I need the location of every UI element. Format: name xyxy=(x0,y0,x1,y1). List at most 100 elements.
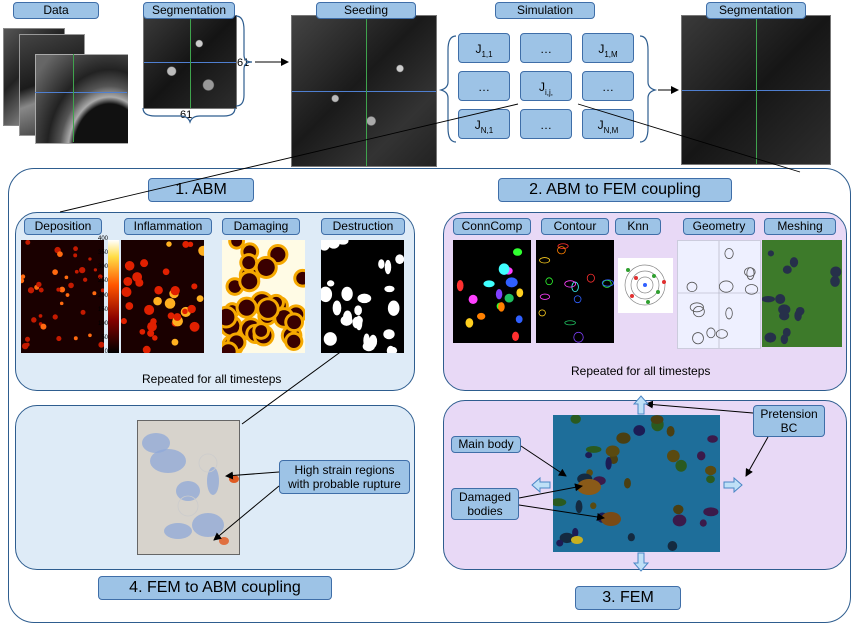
inflammation-spot xyxy=(162,268,170,276)
colorbar-tick: 0 xyxy=(104,349,108,355)
geometry-hole xyxy=(718,280,734,293)
damage-core xyxy=(296,271,305,285)
mesh-hole xyxy=(782,265,792,274)
cell-subscript: 1,M xyxy=(604,50,618,59)
damage-core xyxy=(222,308,235,326)
abm-title: 1. ABM xyxy=(148,178,254,202)
abm-fem-title: 2. ABM to FEM coupling xyxy=(498,178,732,202)
cell-main: … xyxy=(602,80,614,94)
strain-region xyxy=(150,449,186,473)
simulation-cell: JN,1 xyxy=(458,109,510,139)
cell-subscript: N,M xyxy=(603,126,619,135)
mesh-hole xyxy=(762,295,775,303)
destroyed-region xyxy=(386,345,395,353)
damaged-body xyxy=(577,479,601,495)
destruction-image xyxy=(321,240,404,353)
knn-ring xyxy=(624,264,666,306)
deposition-spot xyxy=(59,286,66,293)
destroyed-region xyxy=(342,310,353,324)
conncomp-image xyxy=(453,240,531,343)
inflammation-spot xyxy=(121,318,127,325)
component xyxy=(504,293,514,303)
abm-panel-label-destruction: Destruction xyxy=(321,218,405,235)
fem-body xyxy=(706,475,715,484)
component xyxy=(515,315,523,324)
mesh-hole xyxy=(782,327,791,337)
component xyxy=(456,279,464,292)
inflammation-spot xyxy=(189,321,200,332)
fem-body xyxy=(585,451,593,459)
strain-callout: High strain regions with probable ruptur… xyxy=(279,460,410,494)
inflammation-image xyxy=(121,240,204,353)
inflammation-spot xyxy=(170,286,180,296)
contour xyxy=(557,246,566,255)
destroyed-region xyxy=(354,316,363,325)
destroyed-region xyxy=(321,286,333,303)
damage-core xyxy=(270,246,286,263)
component xyxy=(468,294,478,305)
damage-core xyxy=(241,273,258,290)
high-strain-spot xyxy=(219,537,229,545)
strain-region xyxy=(164,523,192,539)
knn-ring xyxy=(636,276,654,294)
fem-body xyxy=(585,445,602,453)
inflammation-spot xyxy=(154,285,163,295)
geometry-hole xyxy=(744,284,759,295)
fem-body xyxy=(616,432,631,444)
inflammation-spot xyxy=(139,328,146,335)
strain-field-image xyxy=(137,420,240,555)
simulation-label: Simulation xyxy=(495,2,595,19)
damaged-body xyxy=(571,536,583,544)
deposition-spot xyxy=(40,323,47,330)
destroyed-region xyxy=(327,240,340,249)
deposition-spot xyxy=(100,288,104,293)
simulation-cell: J1,1 xyxy=(458,33,510,63)
contour xyxy=(557,243,569,249)
mesh-hole xyxy=(778,304,791,315)
contour-label: Contour xyxy=(541,218,609,235)
damage-core xyxy=(242,256,256,270)
deposition-spot xyxy=(56,287,61,292)
destroyed-region xyxy=(387,300,400,316)
knn-label: Knn xyxy=(615,218,661,235)
fem-abm-title: 4. FEM to ABM coupling xyxy=(98,576,332,600)
damaged-line1: Damaged xyxy=(458,490,512,504)
fem-body xyxy=(553,498,567,507)
knn-point xyxy=(626,268,630,272)
inflammation-spot xyxy=(164,298,176,309)
inflammation-spot xyxy=(152,335,158,341)
deposition-image xyxy=(21,240,104,353)
knn-ring xyxy=(630,270,660,300)
simulation-cell: … xyxy=(520,33,572,63)
cell-main: J xyxy=(475,42,482,56)
deposition-spot xyxy=(27,287,35,294)
deposition-spot xyxy=(38,287,44,293)
cell-main: … xyxy=(478,80,490,94)
component xyxy=(495,289,503,300)
fem-body xyxy=(707,435,718,443)
geometry-hole xyxy=(686,281,698,293)
colorbar-tick: 150 xyxy=(97,306,108,313)
deposition-spot xyxy=(80,309,86,315)
simulation-cell: … xyxy=(582,71,634,101)
contour xyxy=(538,309,546,317)
inflammation-spot xyxy=(121,286,132,298)
fem-body xyxy=(624,477,631,489)
segmentation-label: Segmentation xyxy=(143,2,235,19)
simulation-grid: J1,1…J1,M…Ji,j,…JN,1…JN,M xyxy=(458,33,638,143)
damage-core xyxy=(257,258,275,276)
component xyxy=(505,277,518,288)
contour xyxy=(573,331,584,343)
component xyxy=(498,263,510,275)
destroyed-region xyxy=(357,293,372,304)
damage-core xyxy=(287,334,301,348)
abm-panel-label-inflammation: Inflammation xyxy=(124,218,212,235)
hole-outline xyxy=(177,495,199,517)
inflammation-spot xyxy=(135,278,144,287)
fem-body xyxy=(633,425,646,436)
mesh-hole xyxy=(767,250,774,257)
contour xyxy=(601,279,614,287)
abm-panel-label-deposition: Deposition xyxy=(24,218,102,235)
deposition-spot xyxy=(25,240,31,245)
knn-point xyxy=(656,290,660,294)
